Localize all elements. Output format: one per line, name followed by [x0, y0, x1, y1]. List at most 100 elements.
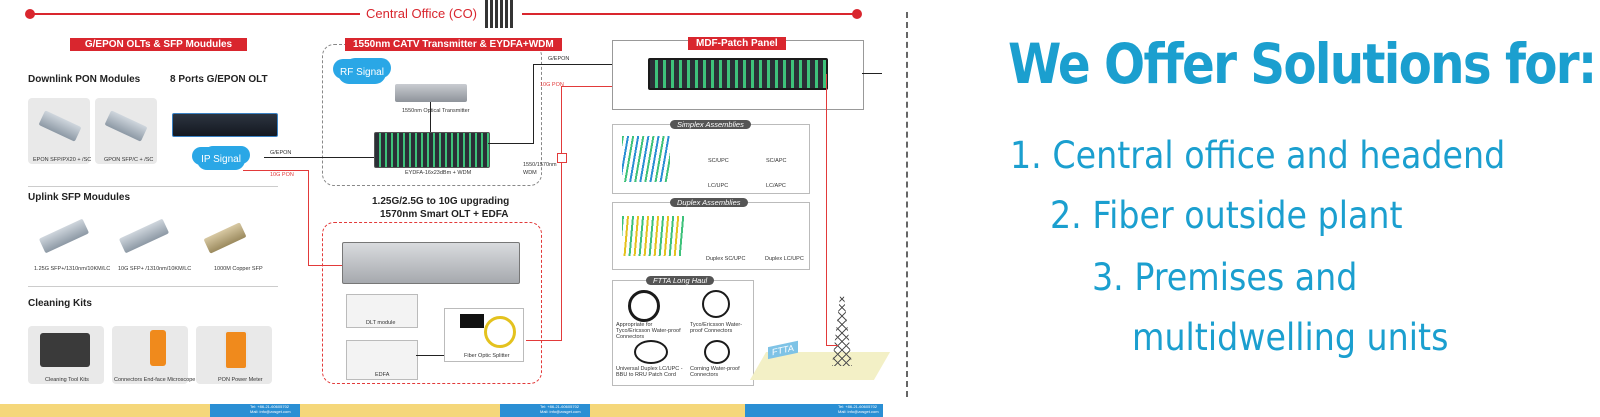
copper-sfp-icon	[203, 222, 247, 254]
caption-cleaning-tool: Cleaning Tool Kits	[45, 377, 89, 383]
link-gepon-b: G/EPON	[548, 56, 570, 62]
ftta-item-2: Tyco/Ericsson Water-proof Connectors	[690, 322, 743, 334]
edfa-to-wdm-line	[526, 340, 562, 341]
duplex-item-1: Duplex SC/UPC	[706, 256, 746, 262]
solution-item-3-cont: multidwelling units	[1132, 316, 1449, 359]
co-dot-left	[25, 9, 35, 19]
eydfa-to-mdf-line	[488, 143, 533, 144]
splitter-icon	[460, 314, 484, 328]
upgrade-title-2: 1570nm Smart OLT + EDFA	[380, 209, 509, 220]
section-olts-title: G/EPON OLTs & SFP Moudules	[70, 38, 247, 51]
caption-epon-sfp: EPON SFP/PX20 + /SC	[33, 157, 92, 163]
gepon-vertical-line	[533, 64, 534, 144]
cable-coil-icon	[634, 340, 668, 364]
sfp-module-icon	[38, 218, 90, 254]
co-line-left	[30, 13, 360, 15]
eydfa-device-icon	[374, 132, 490, 168]
gepon-to-mdf-line	[533, 64, 643, 65]
microscope-icon	[150, 330, 166, 366]
pon10g-vertical-line	[308, 170, 309, 265]
ftta-title: FTTA Long Haul	[646, 276, 715, 285]
tx-to-eydfa-line	[430, 102, 431, 132]
footer-blue-1	[210, 404, 300, 417]
upgrade-title-1: 1.25G/2.5G to 10G upgrading	[372, 196, 510, 207]
solution-item-3: 3. Premises and	[1092, 256, 1358, 299]
footer-tel-2: Tel: +86-21-60605702	[540, 404, 580, 409]
simplex-item-4: LC/APC	[766, 183, 786, 189]
caption-microscope: Connectors End-face Microscope	[114, 377, 196, 383]
footer-mail-1: Mail: info@zosget.com	[250, 409, 291, 414]
caption-splitter: Fiber Optic Splitter	[464, 353, 510, 359]
footer-yellow-1	[0, 404, 210, 417]
heading-cleaning: Cleaning Kits	[28, 298, 92, 309]
solutions-title: We Offer Solutions for:	[1008, 32, 1597, 96]
caption-sfp-10g: 10G SFP+ /1310nm/10KM/LC	[118, 266, 192, 272]
cleaning-kit-icon	[40, 333, 90, 367]
co-dot-right	[852, 9, 862, 19]
solution-item-1: 1. Central office and headend	[1010, 134, 1506, 177]
wdm-vertical-line	[561, 86, 562, 340]
simplex-item-1: SC/UPC	[708, 158, 729, 164]
caption-optical-tx: 1550nm Optical Transmitter	[402, 108, 470, 114]
smart-olt-device-icon	[342, 242, 520, 284]
footer-mail-3: Mail: info@zosget.com	[838, 409, 879, 414]
footer-yellow-2	[300, 404, 500, 417]
footer-yellow-3	[590, 404, 745, 417]
caption-gpon-sfp: GPON SFP/C + /SC	[104, 157, 154, 163]
sfp-module-icon	[118, 218, 170, 254]
dlt-module-box	[346, 294, 418, 328]
ip-signal-cloud: IP Signal	[197, 150, 245, 170]
optical-transmitter-icon	[395, 84, 467, 102]
caption-eydfa: EYDFA-16x23dBm + WDM	[405, 170, 472, 176]
caption-wdm-2: WDM	[523, 170, 537, 176]
olt-to-eydfa-line	[264, 157, 374, 158]
caption-sfp-125: 1.25G SFP+/1310nm/10KM/LC	[34, 266, 111, 272]
pon10g-line-olt	[243, 170, 308, 171]
wdm-to-mdf-line	[561, 86, 643, 87]
divider-line	[28, 186, 278, 187]
footer-blue-2	[500, 404, 590, 417]
co-title: Central Office (CO)	[366, 6, 478, 21]
tower-link-horiz	[826, 345, 838, 346]
heading-olt8: 8 Ports G/EPON OLT	[170, 74, 268, 85]
duplex-item-2: Duplex LC/UPC	[765, 256, 804, 262]
edfa-box	[346, 340, 418, 380]
dlt-edfa-line	[416, 355, 444, 356]
caption-copper-sfp: 1000M Copper SFP	[214, 266, 263, 272]
footer-tel-3: Tel: +86-21-60605702	[838, 404, 878, 409]
simplex-item-3: LC/UPC	[708, 183, 729, 189]
simplex-item-2: SC/APC	[766, 158, 787, 164]
wdm-node-icon	[557, 153, 567, 163]
patch-panel-icon	[648, 58, 828, 90]
caption-wdm-1: 1550/1570nm	[523, 162, 557, 168]
tower-link-line	[826, 74, 827, 346]
ftta-item-3: Universal Duplex LC/UPC - BBU to RRU Pat…	[616, 366, 683, 378]
caption-power-meter: PON Power Meter	[218, 377, 263, 383]
link-pon10g-a: 10G PON	[270, 172, 294, 178]
rf-signal-cloud: RF Signal	[338, 62, 386, 84]
solution-item-2: 2. Fiber outside plant	[1050, 194, 1403, 237]
footer-blue-3	[745, 404, 883, 417]
section-catv-title: 1550nm CATV Transmitter & EYDFA+WDM	[345, 38, 562, 51]
upgrade-box	[322, 222, 542, 384]
heading-downlink: Downlink PON Modules	[28, 74, 141, 85]
duplex-title: Duplex Assemblies	[670, 198, 748, 207]
tower-icon	[832, 296, 852, 366]
footer-tel-1: Tel: +86-21-60605702	[250, 404, 290, 409]
cable-coil-icon	[628, 290, 660, 322]
cable-coil-icon	[702, 290, 730, 318]
ftta-item-4: Corning Water-proof Connectors	[690, 366, 740, 378]
heading-uplink: Uplink SFP Moudules	[28, 192, 131, 203]
mdf-out-line	[862, 73, 882, 74]
link-gepon-a: G/EPON	[270, 150, 292, 156]
patch-cords-icon	[622, 136, 670, 182]
co-line-right	[522, 13, 856, 15]
pon10g-to-olt-line	[308, 265, 342, 266]
caption-edfa: EDFA	[375, 372, 390, 378]
ftta-item-1: Appropriate for Tyco/Ericsson Water-proo…	[616, 322, 681, 340]
simplex-title: Simplex Assemblies	[670, 120, 751, 129]
patch-cords-icon	[622, 216, 684, 256]
link-pon10g-b: 10G PON	[540, 82, 564, 88]
page-separator	[906, 12, 908, 397]
divider-line	[28, 286, 278, 287]
